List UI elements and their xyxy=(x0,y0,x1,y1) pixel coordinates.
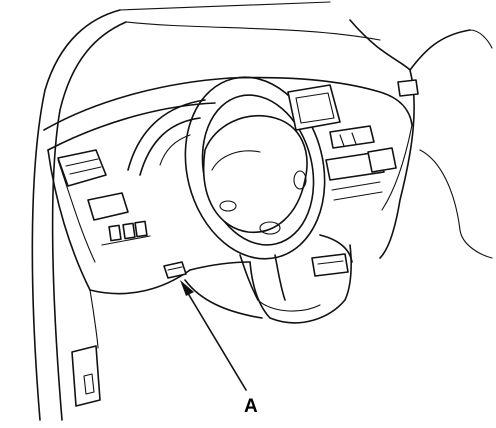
center-stack xyxy=(287,84,385,277)
steering-wheel xyxy=(184,76,326,301)
right-vent xyxy=(367,79,419,173)
callout-label-a: A xyxy=(244,396,258,417)
left-center-vent xyxy=(87,192,129,221)
left-switch-panel xyxy=(101,220,151,246)
dashboard xyxy=(43,76,413,295)
a-pillar xyxy=(31,1,381,421)
left-vent xyxy=(57,149,107,187)
kick-panel xyxy=(71,289,101,407)
right-door-frame xyxy=(349,19,493,259)
instrument-cluster xyxy=(127,99,206,176)
fuse-box-cover xyxy=(163,261,187,279)
callout-a-arrow xyxy=(180,280,247,391)
lower-console xyxy=(184,244,352,324)
